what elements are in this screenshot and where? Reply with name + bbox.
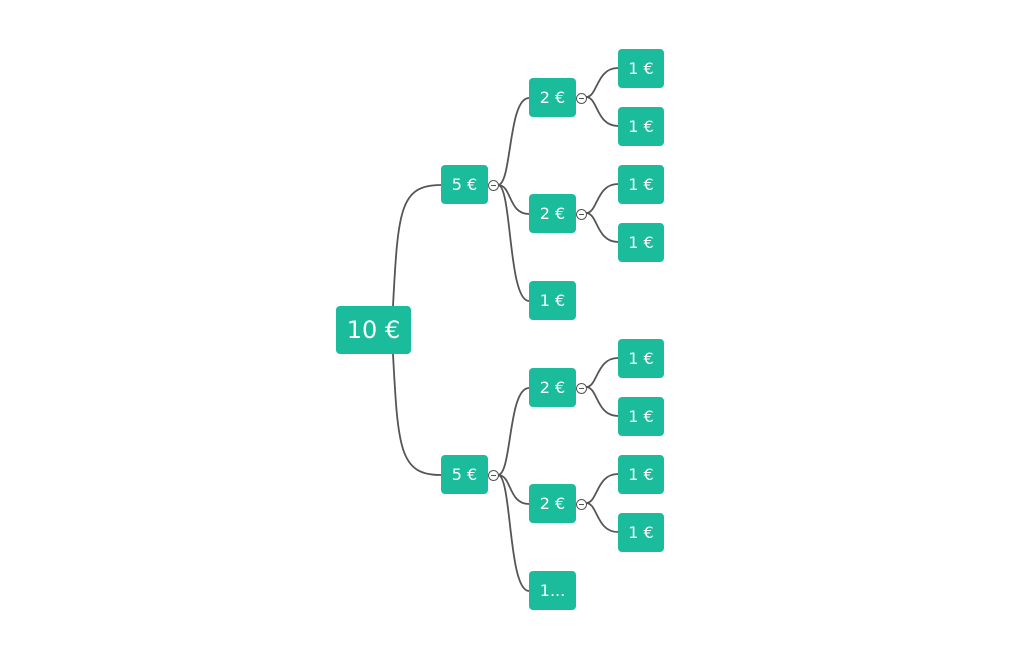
branch-node-5-euro-a[interactable]: 5 €	[441, 165, 488, 204]
connector-branch-b-to-child-3	[497, 474, 530, 592]
collapse-toggle-b1[interactable]	[575, 382, 587, 394]
connector-subnode-3-to-leaf-2	[585, 386, 619, 417]
leaf-node-1-euro[interactable]: 1 €	[618, 49, 664, 88]
connector-root-to-branch-b	[392, 353, 442, 476]
connector-subnode-2-to-leaf-1	[585, 183, 619, 214]
subnode-2-euro-b1[interactable]: 2 €	[529, 368, 576, 407]
subnode-2-euro-a1[interactable]: 2 €	[529, 78, 576, 117]
leaf-node-1-euro[interactable]: 1 €	[618, 455, 664, 494]
leaf-node-1-euro[interactable]: 1 €	[618, 223, 664, 262]
connector-subnode-3-to-leaf-1	[585, 357, 619, 388]
connector-subnode-1-to-leaf-1	[585, 67, 619, 98]
subnode-truncated[interactable]: 1...	[529, 571, 576, 610]
connector-subnode-1-to-leaf-2	[585, 96, 619, 127]
connector-subnode-2-to-leaf-2	[585, 212, 619, 243]
connector-subnode-4-to-leaf-1	[585, 473, 619, 504]
leaf-node-1-euro[interactable]: 1 €	[618, 397, 664, 436]
connector-branch-b-to-child-1	[497, 387, 530, 476]
collapse-toggle-a1[interactable]	[575, 92, 587, 104]
connector-subnode-4-to-leaf-2	[585, 502, 619, 533]
subnode-1-euro-a3[interactable]: 1 €	[529, 281, 576, 320]
connector-branch-b-to-child-2	[497, 474, 530, 505]
connector-branch-a-to-child-1	[497, 97, 530, 186]
branch-node-5-euro-b[interactable]: 5 €	[441, 455, 488, 494]
connector-branch-a-to-child-2	[497, 184, 530, 215]
leaf-node-1-euro[interactable]: 1 €	[618, 513, 664, 552]
connector-root-to-branch-a	[392, 184, 442, 307]
collapse-toggle-branch-b[interactable]	[487, 469, 499, 481]
collapse-toggle-a2[interactable]	[575, 208, 587, 220]
subnode-2-euro-b2[interactable]: 2 €	[529, 484, 576, 523]
leaf-node-1-euro[interactable]: 1 €	[618, 107, 664, 146]
connector-branch-a-to-child-3	[497, 184, 530, 302]
collapse-toggle-b2[interactable]	[575, 498, 587, 510]
subnode-2-euro-a2[interactable]: 2 €	[529, 194, 576, 233]
collapse-toggle-branch-a[interactable]	[487, 179, 499, 191]
leaf-node-1-euro[interactable]: 1 €	[618, 339, 664, 378]
leaf-node-1-euro[interactable]: 1 €	[618, 165, 664, 204]
root-node[interactable]: 10 €	[336, 306, 411, 354]
